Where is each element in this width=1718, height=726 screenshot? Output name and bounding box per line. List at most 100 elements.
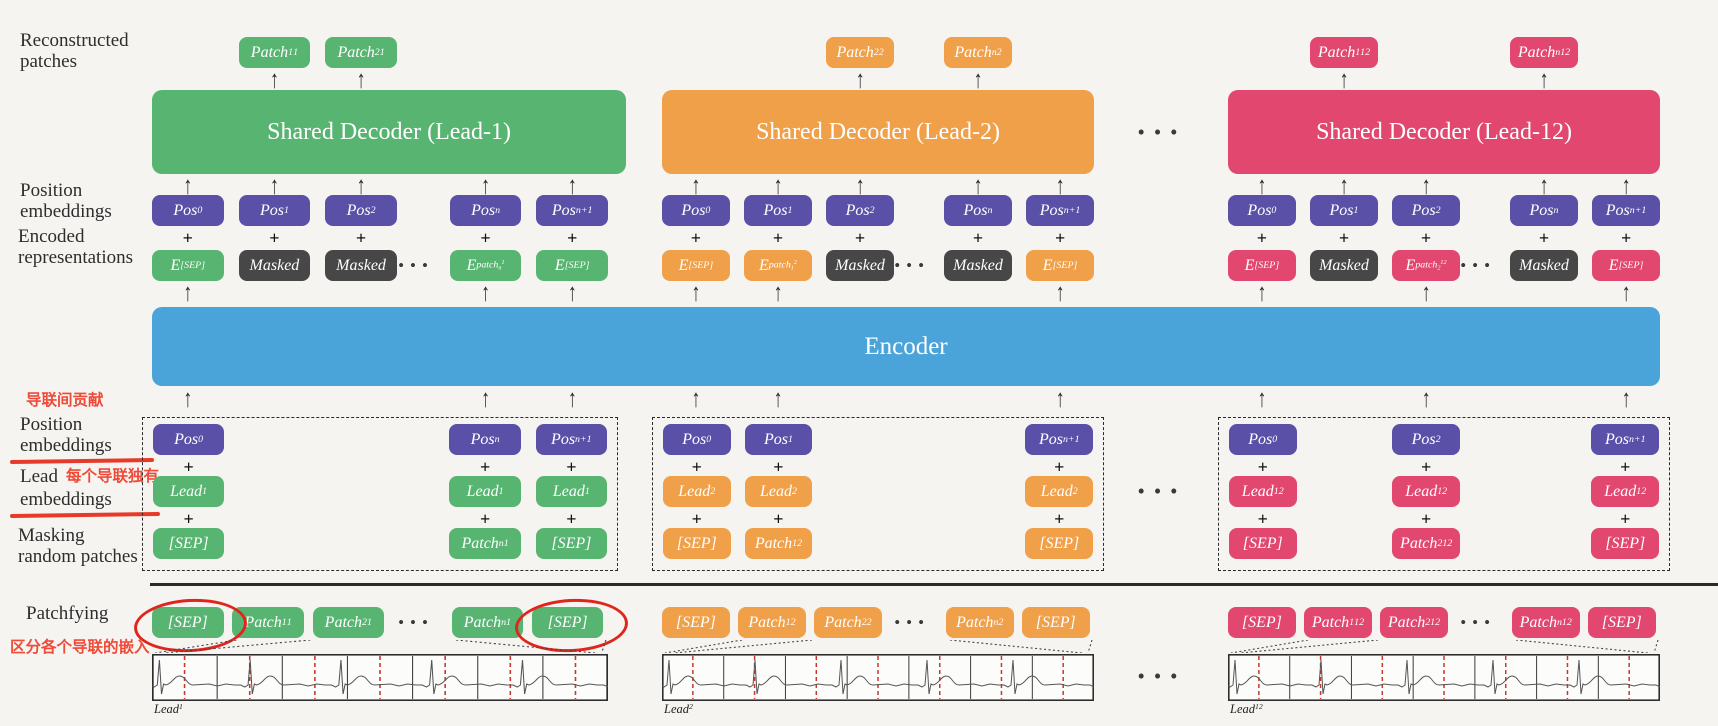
- masked-token-box: Masked: [1510, 250, 1578, 281]
- plus-icon: +: [690, 228, 702, 248]
- plus-icon: +: [566, 509, 577, 529]
- up-arrow-icon: ↑: [773, 171, 783, 199]
- up-arrow-icon: ↑: [567, 384, 577, 412]
- up-arrow-icon-row: ↑↑↑: [662, 279, 1094, 304]
- plus-icon: +: [480, 228, 491, 248]
- plus-icon: +: [1054, 509, 1065, 529]
- ecg-lead-label: Lead2: [664, 701, 693, 716]
- sep-token-box: [SEP]: [1591, 528, 1659, 559]
- red-underline: [9, 511, 161, 519]
- plus-icon: +: [691, 457, 702, 477]
- plus-icon: +: [773, 457, 784, 477]
- up-arrow-icon-row: ↑↑↑↑↑: [662, 172, 1094, 197]
- sep-token-box: [SEP]: [1025, 528, 1093, 559]
- plus-icon: +: [854, 228, 866, 248]
- up-arrow-icon-row: ↑↑: [1228, 66, 1660, 91]
- up-arrow-icon-row: ↑↑: [152, 66, 608, 91]
- up-arrow-icon: ↑: [481, 171, 491, 199]
- ellipsis-dots: •••: [1460, 255, 1497, 275]
- label-position-embeddings-bottom: Position embeddings: [20, 414, 112, 457]
- encoded-representation-box: E[SEP]: [152, 250, 224, 281]
- annotation-unique-per-lead: 每个导联独有: [66, 468, 160, 485]
- sep-token-box: [SEP]: [1587, 607, 1656, 638]
- up-arrow-icon: ↑: [481, 278, 491, 306]
- up-arrow-icon: ↑: [773, 384, 783, 412]
- encoded-representation-box: E[SEP]: [662, 250, 730, 281]
- up-arrow-icon-row: ↑↑↑↑↑: [1228, 172, 1660, 197]
- up-arrow-icon: ↑: [567, 171, 577, 199]
- up-arrow-icon: ↑: [973, 171, 983, 199]
- up-arrow-icon: ↑: [1055, 278, 1065, 306]
- plus-icon: +: [1256, 228, 1268, 248]
- up-arrow-icon: ↑: [855, 65, 865, 93]
- plus-icon: +: [479, 457, 491, 477]
- plus-icon: +: [1620, 509, 1631, 529]
- encoder-block: Encoder: [152, 307, 1660, 386]
- label-lead: Lead: [20, 466, 58, 487]
- plus-row: +++: [1229, 458, 1659, 476]
- decoder-lead-1: Shared Decoder (Lead-1): [152, 90, 627, 174]
- ellipsis-dots: •••: [894, 255, 931, 275]
- masked-token-box: Masked: [238, 250, 311, 281]
- plus-icon: +: [1420, 228, 1432, 248]
- up-arrow-icon: ↑: [773, 278, 783, 306]
- plus-icon: +: [182, 228, 193, 248]
- plus-icon: +: [1538, 228, 1550, 248]
- up-arrow-icon-row: ↑↑↑: [1228, 279, 1660, 304]
- sep-token-box: [SEP]: [662, 607, 730, 638]
- up-arrow-icon: ↑: [269, 65, 279, 93]
- masked-token-box: Masked: [325, 250, 397, 281]
- encoder-label: Encoder: [864, 332, 948, 360]
- encoded-representation-box: E[SEP]: [1228, 250, 1296, 281]
- plus-icon: +: [773, 509, 784, 529]
- plus-icon: +: [479, 509, 491, 529]
- plus-icon: +: [1620, 228, 1632, 248]
- patch-connector-lines: [1230, 640, 1659, 653]
- plus-icon: +: [355, 228, 367, 248]
- up-arrow-icon: ↑: [1621, 278, 1631, 306]
- encoded-representation-box: E[SEP]: [536, 250, 608, 281]
- plus-icon: +: [772, 228, 784, 248]
- up-arrow-icon-row: ↑↑↑: [152, 279, 608, 304]
- ellipsis-dots: •••: [1137, 664, 1187, 688]
- up-arrow-icon: ↑: [1539, 171, 1549, 199]
